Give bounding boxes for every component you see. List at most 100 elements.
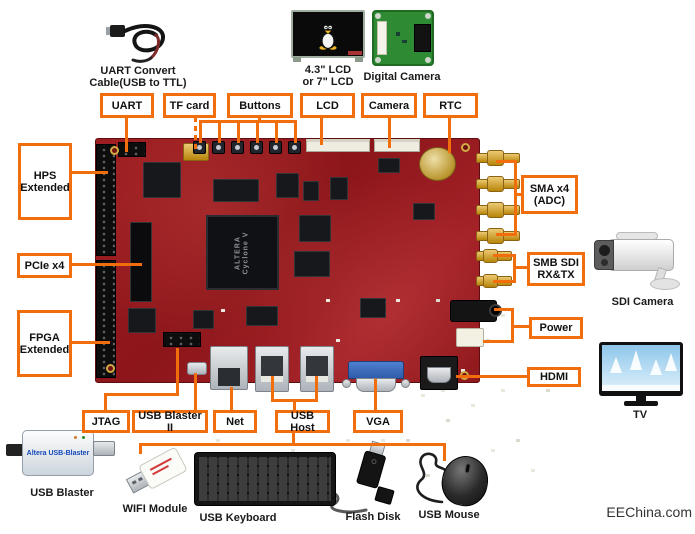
callout-net: Net	[213, 410, 257, 433]
callout-hps-extended: HPS Extended	[18, 143, 72, 220]
leader-line	[493, 254, 513, 257]
caption-flash-disk: Flash Disk	[345, 511, 401, 523]
tv-image	[599, 342, 685, 408]
tux-penguin-icon	[319, 22, 337, 50]
callout-rtc: RTC	[423, 93, 478, 118]
smt-components	[96, 139, 100, 142]
caption-lcd: 4.3" LCD or 7" LCD	[302, 64, 354, 88]
screw	[425, 57, 431, 63]
power-connector	[456, 328, 484, 347]
digital-camera-image	[372, 10, 434, 66]
watermark: EEChina.com	[606, 504, 692, 520]
leader-line	[176, 348, 179, 396]
callout-tf-card: TF card	[163, 93, 216, 118]
caption-usb-blaster: USB Blaster	[30, 487, 94, 499]
caption-usb-keyboard: USB Keyboard	[199, 512, 277, 524]
ethernet-slot	[218, 368, 240, 386]
caption-uart-cable: UART Convert Cable(USB to TTL)	[89, 65, 187, 89]
leader-line	[293, 399, 296, 412]
fpga-extended-header	[96, 260, 116, 378]
chip	[330, 177, 348, 200]
callout-uart: UART	[100, 93, 154, 118]
vga-screw	[401, 379, 410, 388]
leader-line	[388, 115, 391, 148]
leader-line	[315, 376, 318, 402]
chip	[246, 306, 278, 326]
screw	[425, 13, 431, 19]
leader-line	[294, 120, 297, 143]
usb-blaster-image: Altera USB-Blaster	[6, 424, 116, 484]
callout-jtag: JTAG	[82, 410, 130, 433]
chip	[276, 173, 299, 198]
sma-nut	[487, 202, 504, 218]
leader-line	[456, 375, 529, 378]
leader-line	[443, 443, 446, 461]
pcie-slot	[130, 222, 152, 302]
leader-line	[70, 171, 108, 174]
callout-buttons: Buttons	[227, 93, 293, 118]
sma-nut	[487, 176, 504, 192]
usb-blaster-device-label: Altera USB-Blaster	[26, 449, 90, 457]
push-button	[288, 141, 301, 154]
leader-line	[514, 193, 523, 196]
chip	[128, 308, 156, 333]
callout-usb-host: USB Host	[275, 410, 330, 434]
chip	[299, 215, 331, 242]
caption-digital-camera: Digital Camera	[363, 71, 441, 83]
leader-line	[125, 117, 128, 152]
push-button	[269, 141, 282, 154]
leader-line	[448, 115, 451, 153]
chip	[294, 251, 330, 277]
screw	[375, 13, 381, 19]
leader-line	[514, 160, 517, 236]
usb-keyboard-image	[194, 450, 368, 514]
leader-line	[374, 379, 377, 412]
uart-cable-image	[106, 20, 170, 64]
caption-tv: TV	[632, 409, 648, 421]
leader-line	[139, 443, 446, 446]
lcd-connector	[306, 139, 370, 152]
usb-mouse-image	[408, 448, 494, 512]
leader-line	[70, 263, 142, 266]
chip	[213, 179, 259, 202]
leader-line	[493, 280, 513, 283]
chip	[378, 158, 400, 173]
vga-screw	[342, 379, 351, 388]
chip	[413, 203, 435, 220]
push-button	[250, 141, 263, 154]
camera-connector	[374, 139, 420, 152]
leader-line	[218, 120, 221, 143]
callout-fpga-extended: FPGA Extended	[17, 310, 72, 377]
caption-usb-mouse: USB Mouse	[418, 509, 480, 521]
micro-usb-blaster2-port	[187, 362, 207, 375]
leader-line	[292, 431, 295, 445]
chip	[143, 162, 181, 198]
callout-power: Power	[529, 317, 583, 339]
sma-nut	[487, 228, 504, 244]
leader-line	[230, 387, 233, 412]
callout-pcie-x4: PCIe x4	[17, 253, 72, 278]
leader-line	[199, 120, 202, 143]
wifi-module-image	[120, 438, 190, 502]
sma-nut	[487, 150, 504, 166]
leader-line	[513, 266, 529, 269]
callout-lcd: LCD	[300, 93, 355, 118]
leader-line	[70, 341, 110, 344]
flash-disk-image	[346, 440, 402, 506]
leader-line	[271, 376, 274, 402]
hdmi-slot	[427, 367, 451, 383]
callout-camera: Camera	[361, 93, 417, 118]
sdi-camera-image	[590, 230, 692, 294]
leader-line	[320, 115, 323, 145]
camera-sensor	[414, 24, 431, 52]
leader-line	[275, 120, 278, 143]
mount-hole	[110, 146, 119, 155]
leader-line	[194, 373, 197, 412]
mount-hole	[461, 143, 470, 152]
chip	[193, 310, 214, 329]
leader-line	[496, 160, 514, 163]
leader-line-dashed	[194, 117, 197, 150]
